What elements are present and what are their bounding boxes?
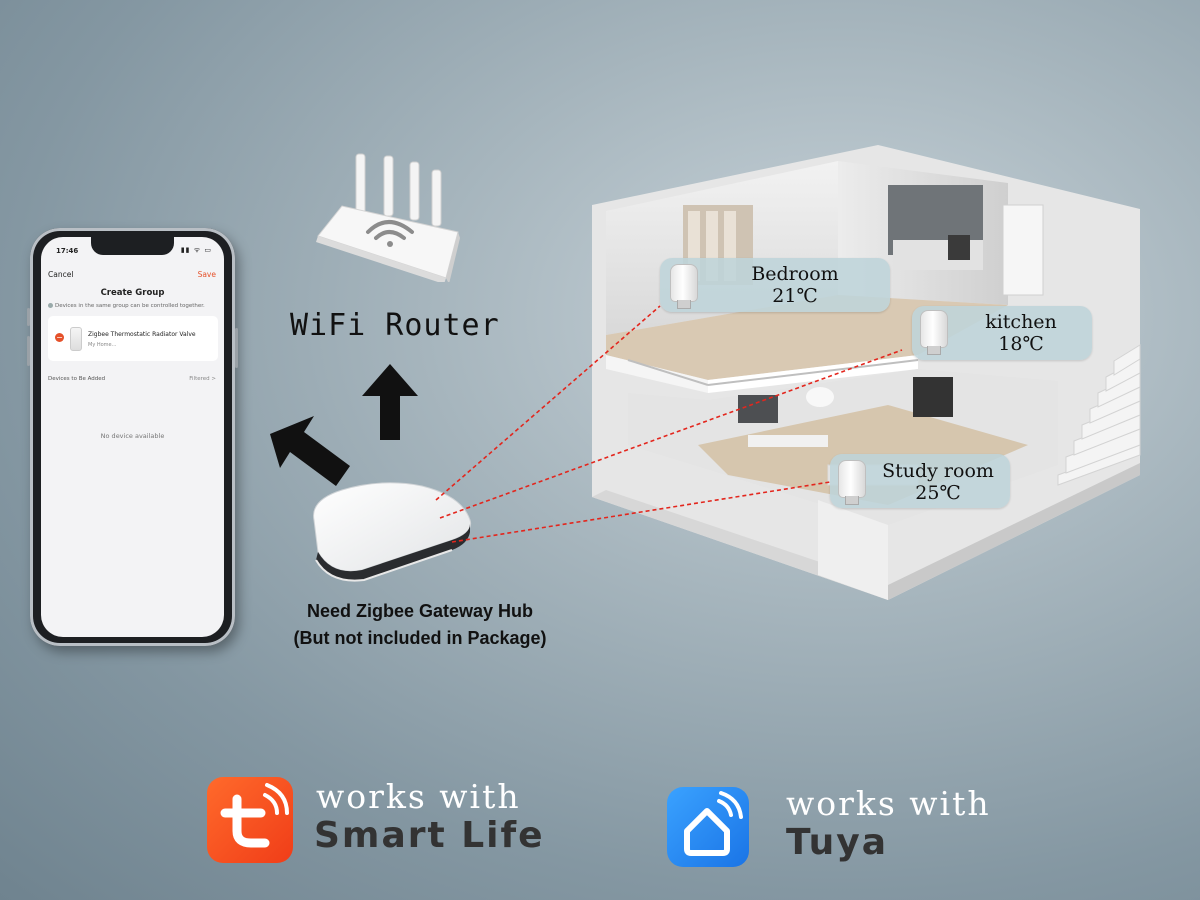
devices-to-add-label: Devices to Be Added: [48, 376, 106, 382]
filtered-button[interactable]: Filtered >: [189, 376, 216, 382]
page-title: Create Group: [100, 288, 165, 298]
phone-notch: [91, 237, 174, 255]
brand-name: Smart Life: [314, 815, 545, 856]
room-tag-text: Study room 25℃: [870, 460, 1006, 504]
group-hint: Devices in the same group can be control…: [48, 303, 205, 309]
device-card[interactable]: − Zigbee Thermostatic Radiator Valve My …: [48, 316, 218, 361]
router-label: WiFi Router: [290, 308, 500, 343]
save-button[interactable]: Save: [197, 270, 216, 279]
radiator-valve-icon: [838, 460, 866, 505]
tuya-icon: [667, 787, 749, 867]
wifi-router-icon: [316, 153, 460, 282]
phone-screen: 17:46 ▮▮ ᯤ ▭ Cancel Save Create Group De…: [41, 237, 224, 637]
zigbee-hub-icon: [313, 482, 472, 582]
device-name: Zigbee Thermostatic Radiator Valve: [88, 331, 196, 338]
house-cutaway-illustration: [592, 145, 1141, 600]
room-tag-text: Bedroom 21℃: [720, 263, 870, 307]
smartphone: 17:46 ▮▮ ᯤ ▭ Cancel Save Create Group De…: [27, 228, 238, 646]
brand-name: Tuya: [786, 822, 888, 863]
phone-side-button: [235, 328, 238, 368]
phone-side-button: [27, 336, 30, 366]
room-name: Bedroom: [751, 263, 839, 285]
hub-note-line2: (But not included in Package): [293, 628, 547, 648]
room-tag-kitchen: kitchen 18℃: [912, 306, 1092, 360]
cancel-button[interactable]: Cancel: [48, 270, 74, 279]
phone-side-button: [27, 308, 30, 326]
room-temperature: 25℃: [915, 482, 961, 504]
room-name: kitchen: [985, 311, 1057, 333]
arrow-up-left-icon: [270, 416, 350, 486]
info-icon: [48, 303, 53, 308]
device-location: My Home...: [88, 342, 117, 348]
hub-note: Need Zigbee Gateway Hub (But not include…: [240, 598, 600, 652]
room-name: Study room: [882, 460, 994, 482]
room-tag-text: kitchen 18℃: [960, 311, 1082, 355]
status-icons: ▮▮ ᯤ ▭: [180, 246, 212, 254]
valve-thumbnail: [70, 327, 82, 351]
room-tag-study-room: Study room 25℃: [830, 454, 1010, 508]
group-hint-text: Devices in the same group can be control…: [55, 303, 205, 309]
radiator-valve-icon: [670, 264, 698, 309]
works-with-label: works with: [786, 784, 991, 823]
remove-icon[interactable]: −: [55, 333, 64, 342]
smart-life-icon: [207, 777, 293, 863]
works-with-label: works with: [316, 777, 521, 816]
room-temperature: 18℃: [998, 333, 1044, 355]
arrow-up-icon: [362, 364, 418, 440]
room-temperature: 21℃: [772, 285, 818, 307]
radiator-valve-icon: [920, 310, 948, 355]
empty-state: No device available: [100, 432, 165, 440]
room-tag-bedroom: Bedroom 21℃: [660, 258, 890, 312]
status-time: 17:46: [56, 247, 79, 255]
hub-note-line1: Need Zigbee Gateway Hub: [306, 601, 534, 621]
